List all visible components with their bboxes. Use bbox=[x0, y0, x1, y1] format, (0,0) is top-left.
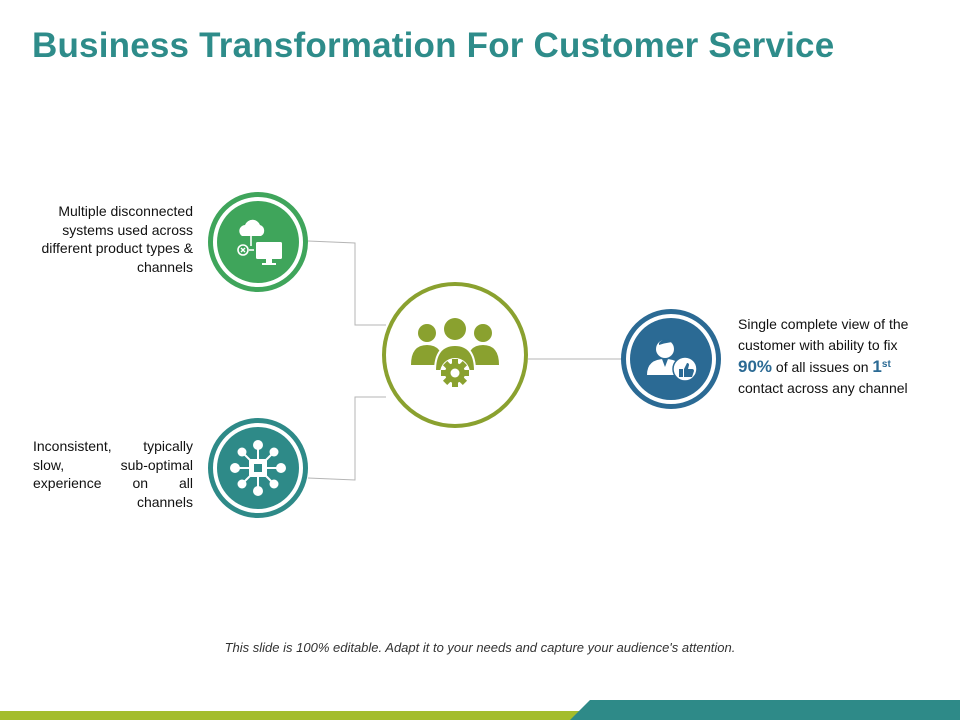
footer-bar-teal bbox=[570, 700, 960, 720]
right-text-line1: Single complete view of the customer wit… bbox=[738, 316, 909, 353]
ordinal-number: 1 bbox=[872, 357, 882, 376]
right-circle bbox=[621, 309, 721, 409]
top-left-text: Multiple disconnected systems used acros… bbox=[41, 203, 194, 275]
center-circle bbox=[382, 282, 528, 428]
footer-note: This slide is 100% editable. Adapt it to… bbox=[224, 640, 736, 655]
right-text-end: contact across any channel bbox=[738, 380, 908, 396]
right-text: Single complete view of the customer wit… bbox=[738, 314, 948, 399]
ordinal-suffix: st bbox=[881, 359, 891, 370]
connector-top bbox=[307, 240, 386, 326]
connector-bottom bbox=[307, 396, 386, 481]
network-hub-icon bbox=[217, 427, 299, 509]
cloud-monitor-icon bbox=[217, 201, 299, 283]
top-left-circle bbox=[208, 192, 308, 292]
bottom-left-circle bbox=[208, 418, 308, 518]
ordinal-highlight: 1st bbox=[872, 357, 890, 376]
right-text-mid: of all issues on bbox=[775, 359, 869, 375]
footer-bar-green bbox=[0, 711, 600, 720]
customer-thumbs-up-icon bbox=[630, 318, 712, 400]
team-gear-icon bbox=[391, 291, 519, 419]
slide-title: Business Transformation For Customer Ser… bbox=[32, 26, 835, 65]
percentage-highlight: 90% bbox=[738, 357, 773, 376]
bottom-left-text: Inconsistent, typically slow, sub-optima… bbox=[33, 438, 193, 510]
